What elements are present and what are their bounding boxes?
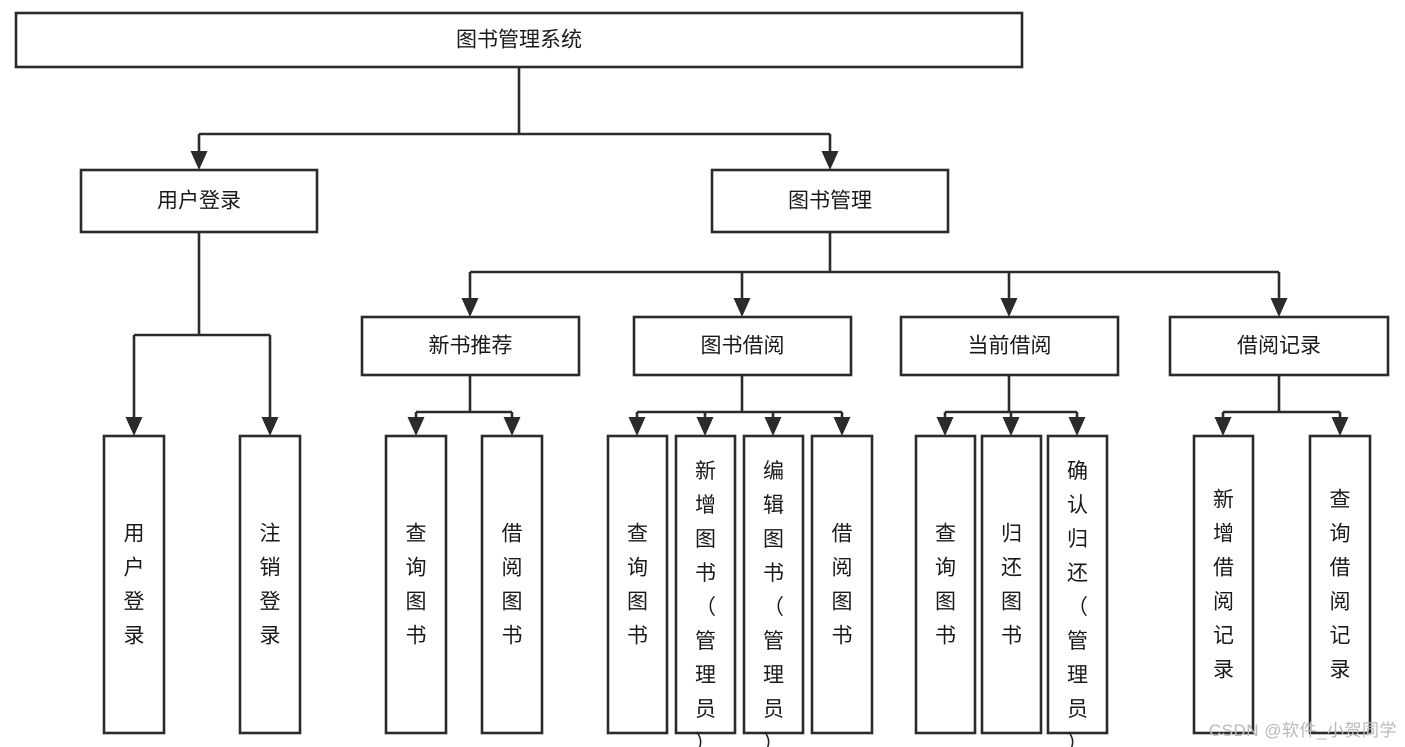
- node-label: 查询图书: [935, 523, 956, 648]
- node-box: [632, 315, 853, 377]
- arrow-head-icon: [1270, 298, 1288, 317]
- node-level1-1[interactable]: 图书管理: [710, 168, 950, 234]
- node-label: 查询图书: [406, 523, 427, 648]
- node-root[interactable]: 图书管理系统: [14, 11, 1024, 69]
- node-label: 新书推荐: [429, 335, 513, 358]
- node-leaf-5[interactable]: 新增图书（管理员）: [674, 434, 737, 747]
- arrow-head-icon: [125, 417, 143, 436]
- node-label: 新增借阅记录: [1213, 489, 1234, 682]
- arrow-head-icon: [1068, 417, 1086, 436]
- arrow-head-icon: [764, 417, 782, 436]
- node-level1-0[interactable]: 用户登录: [79, 168, 319, 234]
- node-box: [102, 434, 166, 735]
- node-label: 注销登录: [260, 523, 281, 648]
- node-box: [1168, 315, 1390, 377]
- node-leaf-2[interactable]: 查询图书: [384, 434, 448, 735]
- node-box: [79, 168, 319, 234]
- arrow-head-icon: [190, 151, 208, 170]
- node-leaf-0[interactable]: 用户登录: [102, 434, 166, 735]
- arrow-head-icon: [628, 417, 646, 436]
- node-leaf-4[interactable]: 查询图书: [606, 434, 669, 735]
- node-box: [480, 434, 544, 735]
- node-label: 用户登录: [157, 190, 241, 213]
- arrow-head-icon: [821, 151, 839, 170]
- node-label: 确认归还（管理员）: [1067, 460, 1088, 747]
- arrow-head-icon: [1002, 417, 1020, 436]
- node-box: [606, 434, 669, 735]
- node-label: 借阅记录: [1237, 335, 1321, 358]
- node-label: 图书管理: [788, 190, 872, 213]
- node-leaf-11[interactable]: 新增借阅记录: [1192, 434, 1255, 735]
- node-leaf-6[interactable]: 编辑图书（管理员）: [742, 434, 805, 747]
- node-box: [238, 434, 302, 735]
- node-label: 图书管理系统: [456, 29, 582, 52]
- node-box: [980, 434, 1043, 735]
- node-box: [914, 434, 977, 735]
- node-box: [899, 315, 1120, 377]
- arrow-head-icon: [733, 298, 751, 317]
- node-label: 归还图书: [1001, 523, 1022, 648]
- arrow-head-icon: [261, 417, 279, 436]
- node-label: 用户登录: [124, 523, 145, 648]
- arrow-head-icon: [1331, 417, 1349, 436]
- node-label: 新增图书（管理员）: [695, 460, 716, 747]
- node-label: 借阅图书: [502, 523, 523, 648]
- node-label: 借阅图书: [832, 523, 853, 648]
- node-leaf-7[interactable]: 借阅图书: [810, 434, 874, 735]
- arrow-head-icon: [503, 417, 521, 436]
- node-label: 查询图书: [627, 523, 648, 648]
- arrow-head-icon: [833, 417, 851, 436]
- arrow-head-icon: [407, 417, 425, 436]
- node-label: 编辑图书（管理员）: [763, 460, 784, 747]
- node-box: [360, 315, 581, 377]
- node-box: [674, 434, 737, 735]
- node-label: 查询借阅记录: [1330, 489, 1351, 682]
- node-leaf-10[interactable]: 确认归还（管理员）: [1046, 434, 1109, 747]
- node-leaf-3[interactable]: 借阅图书: [480, 434, 544, 735]
- arrow-head-icon: [1214, 417, 1232, 436]
- node-leaf-8[interactable]: 查询图书: [914, 434, 977, 735]
- node-box: [14, 11, 1024, 69]
- node-box: [810, 434, 874, 735]
- node-level2-1[interactable]: 图书借阅: [632, 315, 853, 377]
- node-level2-2[interactable]: 当前借阅: [899, 315, 1120, 377]
- node-box: [1192, 434, 1255, 735]
- node-box: [384, 434, 448, 735]
- node-leaf-12[interactable]: 查询借阅记录: [1308, 434, 1372, 735]
- node-box: [1308, 434, 1372, 735]
- csdn-watermark: CSDN @软件_小贺同学: [1208, 721, 1397, 740]
- node-leaf-1[interactable]: 注销登录: [238, 434, 302, 735]
- arrow-head-icon: [1000, 298, 1018, 317]
- node-level2-0[interactable]: 新书推荐: [360, 315, 581, 377]
- arrow-head-icon: [936, 417, 954, 436]
- arrow-head-icon: [461, 298, 479, 317]
- node-label: 当前借阅: [968, 335, 1052, 358]
- node-level2-3[interactable]: 借阅记录: [1168, 315, 1390, 377]
- arrow-head-icon: [696, 417, 714, 436]
- node-leaf-9[interactable]: 归还图书: [980, 434, 1043, 735]
- node-box: [742, 434, 805, 735]
- node-box: [1046, 434, 1109, 735]
- node-box: [710, 168, 950, 234]
- node-label: 图书借阅: [701, 335, 785, 358]
